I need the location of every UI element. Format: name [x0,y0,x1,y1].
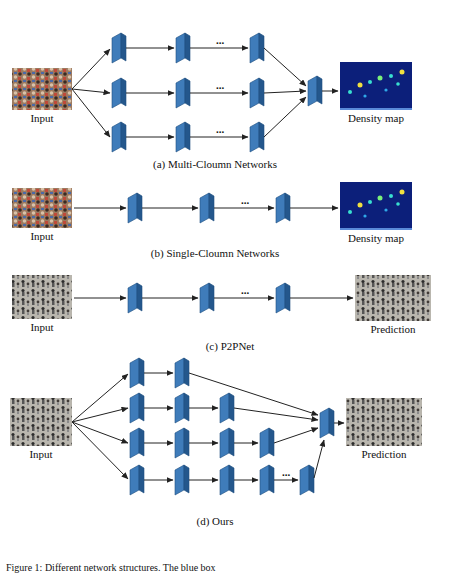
crowd-image [12,68,72,110]
flow-arrow [72,48,353,480]
prediction-image [355,275,431,321]
image-label: Input [12,230,72,242]
output-image: Prediction [355,275,431,335]
image-label: Density map [340,112,412,124]
ellipsis-mark: ... [241,284,249,296]
subfigure-caption: (b) Single-Cloumn Networks [151,247,279,259]
output-image: Prediction [346,398,422,460]
figure-caption: Figure 1: Different network structures. … [6,562,216,574]
input-image: Input [12,68,72,124]
density-map [340,182,412,230]
subfigure-caption: (a) Multi-Cloumn Networks [153,158,277,170]
subfigure-caption: (d) Ours [197,515,234,527]
output-image: Density map [340,62,412,124]
ellipsis-mark: ... [241,194,249,206]
image-label: Prediction [355,323,431,335]
density-map [340,62,412,110]
crowd-image [10,398,72,446]
image-label: Input [10,448,72,460]
subfigure-caption: (c) P2PNet [206,340,255,352]
ellipsis-mark: ... [216,79,224,91]
image-label: Input [12,321,72,333]
ellipsis-mark: ... [216,34,224,46]
image-label: Prediction [346,448,422,460]
input-image: Input [10,398,72,460]
image-label: Input [12,112,72,124]
ellipsis-mark: ... [216,123,224,135]
prediction-image [346,398,422,446]
input-image: Input [12,188,72,242]
conv-block [112,33,334,495]
crowd-image [12,275,72,319]
output-image: Density map [340,182,412,244]
image-label: Density map [340,232,412,244]
input-image: Input [12,275,72,333]
crowd-image [12,188,72,228]
ellipsis-mark: ... [282,466,290,478]
